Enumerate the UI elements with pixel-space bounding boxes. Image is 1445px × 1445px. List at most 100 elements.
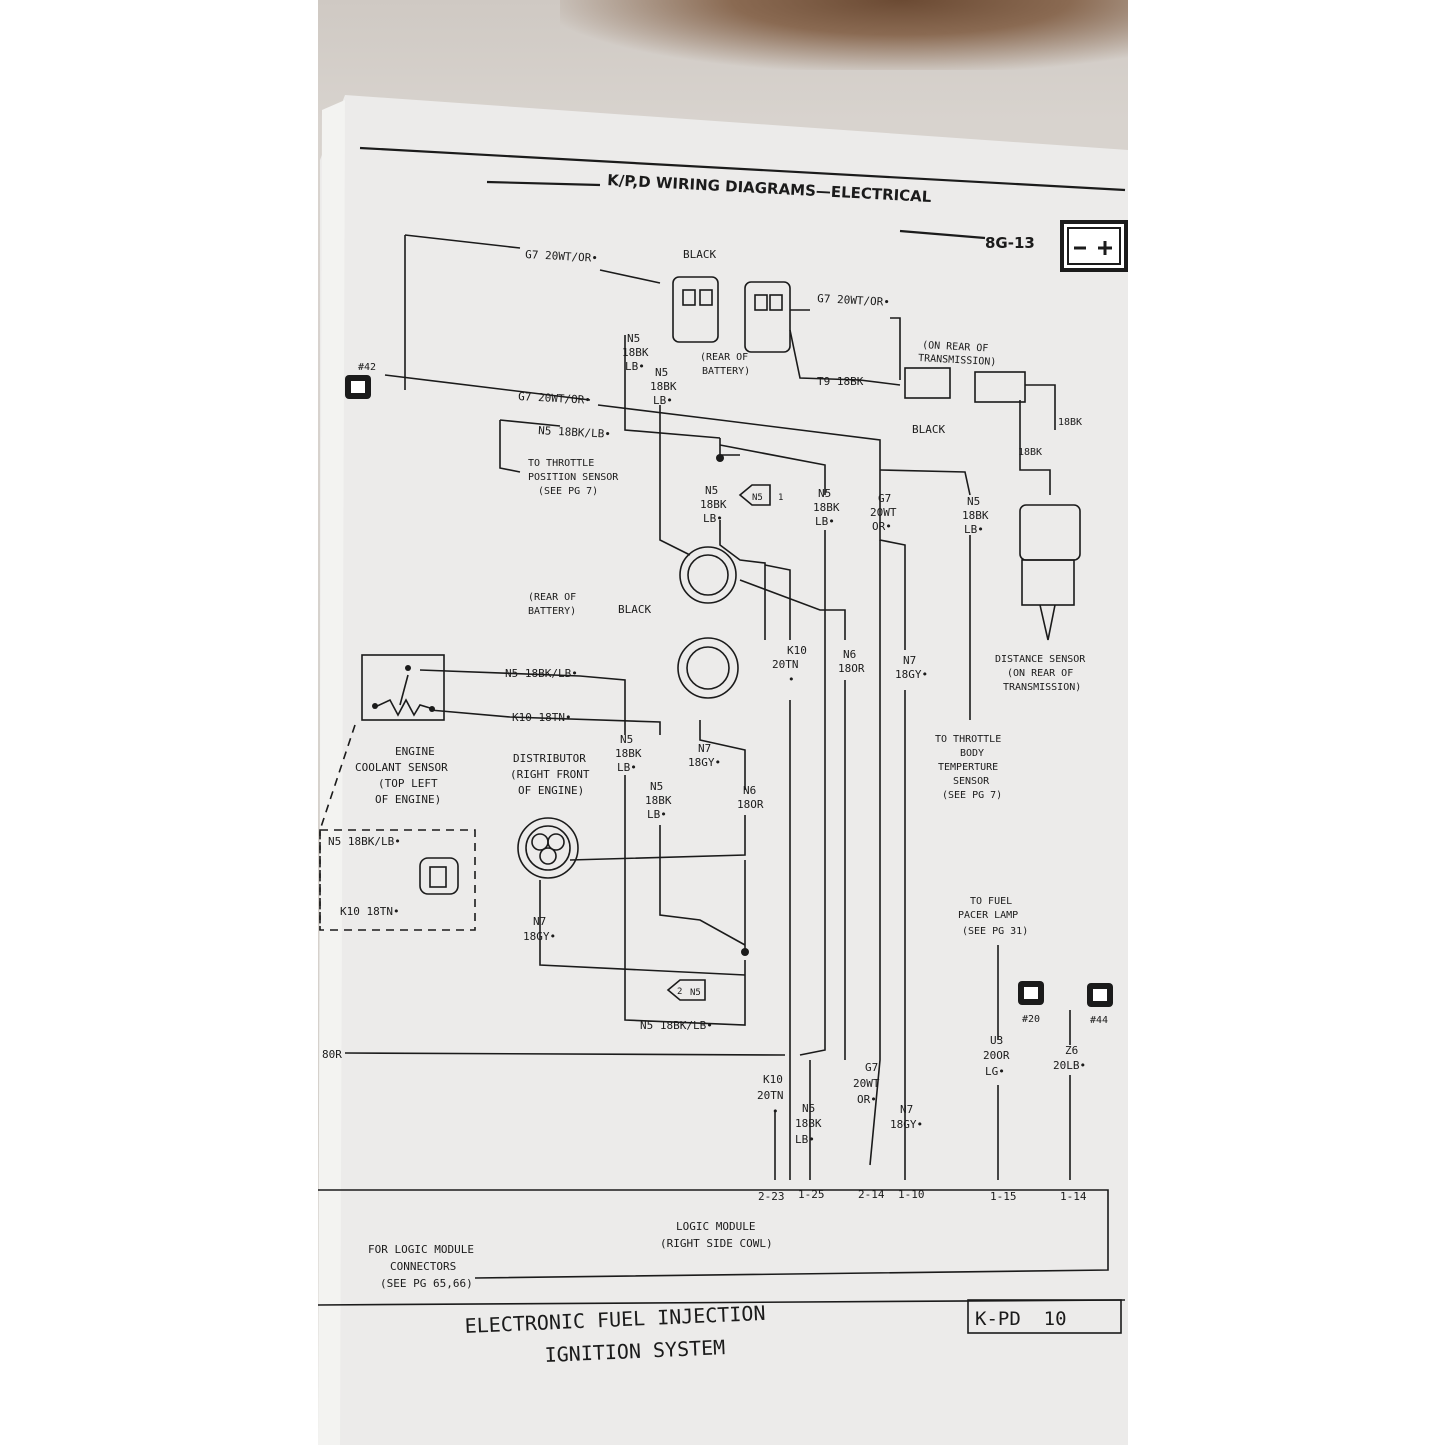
header-page-number: 8G-13: [985, 234, 1035, 252]
wire-g7-long: [869, 540, 881, 1166]
label-on-rear-trans-a: (ON REAR OF: [922, 340, 989, 354]
splice-dots: [372, 454, 749, 956]
label-pin-1-14: 1-14: [1060, 1190, 1087, 1203]
label-n5-c2: 18BK: [700, 498, 727, 511]
transmission-switch-left: [904, 367, 951, 399]
label-black-top: BLACK: [683, 248, 716, 261]
label-n5-box-2: N5: [690, 988, 701, 998]
transmission-switch-right: [974, 371, 1026, 403]
inset-connector-icon: [419, 857, 459, 895]
label-n5-box-1: N5: [752, 493, 763, 503]
conn-pin: [769, 294, 783, 311]
black-connector-left: [672, 276, 719, 343]
wire-n6-dist: [569, 815, 746, 861]
header-rule-right: [899, 229, 986, 240]
distributor-inner: [525, 825, 571, 871]
label-g7-f2: 20WT: [853, 1077, 880, 1090]
black-connector-right: [744, 281, 791, 353]
label-tps-a: TO THROTTLE: [528, 458, 594, 469]
label-n7-b2: 18GY•: [688, 756, 721, 769]
label-n5-mid: N5 18BK/LB•: [538, 424, 611, 441]
label-k10-b2: 20TN: [757, 1089, 784, 1102]
conn-pin: [682, 289, 696, 306]
label-g7-e3: OR•: [872, 520, 892, 533]
label-n5-bottom: N5 18BK/LB•: [640, 1019, 713, 1032]
label-n5-d2: 18BK: [813, 501, 840, 514]
label-n5-i1: N5: [802, 1102, 815, 1115]
wire-n5-c: [719, 444, 826, 495]
label-n7-a2: 18GY•: [895, 668, 928, 681]
label-pin-2-14: 2-14: [858, 1188, 885, 1201]
round-connector-top: [679, 546, 737, 604]
label-n7-d2: 18GY•: [890, 1118, 923, 1131]
footer-rule: [317, 1299, 1126, 1306]
wire-n5-coolant: [419, 669, 626, 735]
label-distance-b: (ON REAR OF: [1007, 668, 1073, 679]
label-fuel-b: PACER LAMP: [958, 910, 1018, 921]
fur-blanket: [560, 0, 1128, 70]
conn-pin: [699, 289, 713, 306]
wire-n7-lower: [539, 880, 746, 976]
label-dist-c: OF ENGINE): [518, 784, 584, 797]
battery-icon: [1060, 220, 1128, 272]
label-pin-1-15: 1-15: [990, 1190, 1017, 1203]
label-rear-battery-2b: BATTERY): [528, 606, 576, 617]
distributor-terminal: [539, 847, 557, 865]
label-inset-k10: K10 18TN•: [340, 905, 400, 918]
label-n5-h1: N5: [650, 780, 663, 793]
label-rear-battery-1b: BATTERY): [702, 366, 750, 377]
label-n5-g1: N5: [620, 733, 633, 746]
label-n5-coolant: N5 18BK/LB•: [505, 667, 578, 680]
wire-t9: [789, 329, 901, 386]
label-k10-b1: K10: [763, 1073, 783, 1086]
label-k10-a1: K10: [787, 644, 807, 657]
label-n7-c1: N7: [533, 915, 546, 928]
label-n6-b1: N6: [743, 784, 756, 797]
wire-g7-left-top: [404, 234, 521, 249]
label-u3-3: LG•: [985, 1065, 1005, 1078]
distributor-terminal: [547, 833, 565, 851]
label-18bk-a: 18BK: [1058, 417, 1082, 428]
label-for-logic-a: FOR LOGIC MODULE: [368, 1243, 474, 1256]
ref-icon-20: [1018, 981, 1044, 1005]
label-for-logic-b: CONNECTORS: [390, 1260, 456, 1273]
label-n5-d3: LB•: [815, 515, 835, 528]
page-edge: [318, 100, 345, 1445]
coolant-resistor-icon: [372, 698, 431, 717]
label-g7-f1: G7: [865, 1061, 878, 1074]
label-engine-a: ENGINE: [395, 745, 435, 758]
label-fuel-c: (SEE PG 31): [962, 926, 1028, 937]
round-connector-bottom: [677, 637, 739, 699]
label-n7-c2: 18GY•: [523, 930, 556, 943]
label-tbts-b: BODY: [960, 748, 984, 759]
label-rear-battery-2a: (REAR OF: [528, 592, 576, 603]
distributor-icon: [517, 817, 579, 879]
label-n5-box-1-num: 1: [778, 493, 783, 503]
right-margin: [1128, 0, 1445, 1445]
coolant-resistor-arrow: [399, 674, 409, 706]
label-tbts-d: SENSOR: [953, 776, 990, 787]
label-distance-c: TRANSMISSION): [1003, 682, 1081, 693]
label-n5-a2: 18BK: [622, 346, 649, 359]
label-n5-b3: LB•: [653, 394, 673, 407]
label-tbts-a: TO THROTTLE: [935, 734, 1001, 745]
left-margin: [0, 0, 318, 1445]
wire-k10-top: [764, 564, 791, 640]
logic-module-outline: [318, 1189, 1109, 1279]
wire-n5-a: [624, 335, 721, 439]
label-rear-battery-1a: (REAR OF: [700, 352, 748, 363]
label-pin-1-25: 1-25: [798, 1188, 825, 1201]
label-n5-i2: 18BK: [795, 1117, 822, 1130]
wire-k10-coolant: [429, 709, 661, 735]
label-k10-coolant: K10 18TN•: [512, 711, 572, 724]
label-g7-top-right: G7 20WT/OR•: [817, 292, 890, 309]
label-n5-c3: LB•: [703, 512, 723, 525]
label-n5-h3: LB•: [647, 808, 667, 821]
label-logic-a: LOGIC MODULE: [676, 1220, 755, 1233]
label-n5-b1: N5: [655, 366, 668, 379]
label-n5-i3: LB•: [795, 1133, 815, 1146]
ref-icon-42: [345, 375, 371, 399]
label-tbts-e: (SEE PG 7): [942, 790, 1002, 801]
